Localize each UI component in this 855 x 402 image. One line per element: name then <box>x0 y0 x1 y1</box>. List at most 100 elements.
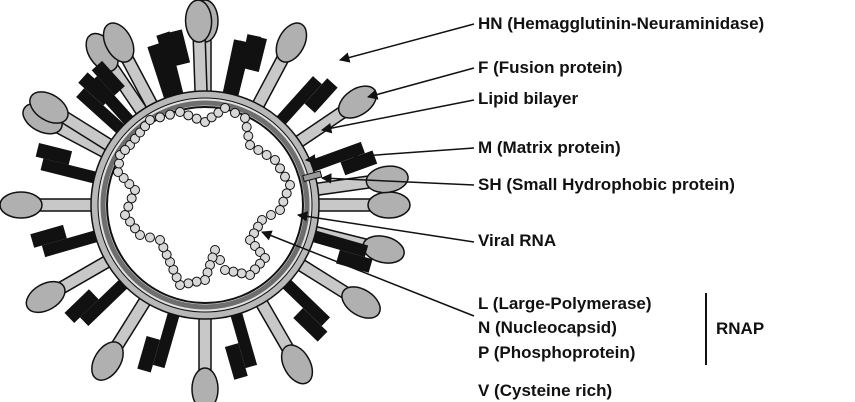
f-stalk <box>147 43 178 105</box>
rna-bead <box>245 270 255 280</box>
label-m: M (Matrix protein) <box>478 138 621 157</box>
rna-bead <box>135 230 145 240</box>
rna-bead <box>191 113 202 124</box>
f-stalk <box>152 307 181 369</box>
label-hn: HN (Hemagglutinin-Neuraminidase) <box>478 14 764 33</box>
label-sh: SH (Small Hydrophobic protein) <box>478 175 735 194</box>
hn-head <box>367 191 411 219</box>
hn-spike <box>253 296 314 385</box>
rna-bead <box>145 232 155 243</box>
f-head <box>35 143 73 165</box>
f-head <box>64 289 99 323</box>
label-group: HN (Hemagglutinin-Neuraminidase) F (Fusi… <box>478 14 764 400</box>
hn-spike <box>102 22 160 112</box>
virion-interior <box>106 106 304 304</box>
rna-bead <box>120 145 130 155</box>
hn-head <box>275 22 308 63</box>
label-viral-rna: Viral RNA <box>478 231 556 250</box>
rna-bead <box>155 235 165 245</box>
hn-head <box>102 22 135 63</box>
rna-bead <box>130 223 140 234</box>
f-stalk <box>88 76 138 129</box>
hn-head <box>341 286 381 319</box>
f-stalk <box>307 229 369 258</box>
hn-head <box>280 344 314 385</box>
rna-bead <box>125 216 135 227</box>
pointer-arrow <box>338 23 475 63</box>
pointer-arrow <box>261 230 475 317</box>
f-head <box>240 34 262 71</box>
label-n: N (Nucleocapsid) <box>478 318 617 337</box>
pointer-arrow <box>366 67 475 100</box>
hn-head <box>91 341 124 381</box>
rna-bead <box>114 158 124 169</box>
rna-bead <box>206 112 217 123</box>
f-stalk <box>158 40 185 102</box>
hn-head <box>184 0 213 43</box>
f-stalk <box>79 275 132 327</box>
hn-head <box>365 165 409 194</box>
label-p: P (Phosphoprotein) <box>478 343 635 362</box>
f-spike <box>158 29 191 102</box>
rna-bead <box>145 115 155 125</box>
viral-rna-strand <box>113 103 295 290</box>
sh-protein-body <box>302 170 323 183</box>
f-head <box>304 78 338 113</box>
hn-spike <box>184 0 213 97</box>
rna-bead <box>155 112 165 123</box>
f-spike <box>224 307 258 380</box>
label-f: F (Fusion protein) <box>478 58 622 77</box>
f-spike <box>137 307 181 373</box>
rna-bead <box>253 145 264 155</box>
f-spike <box>88 60 138 129</box>
label-pointers <box>261 23 475 317</box>
pointer-arrow <box>296 211 475 243</box>
rna-bead <box>241 122 252 132</box>
rna-bead <box>200 275 210 285</box>
f-spike <box>272 76 338 129</box>
f-spike <box>221 34 262 101</box>
rna-bead <box>130 185 140 195</box>
hn-head <box>29 91 69 124</box>
rna-bead <box>243 131 254 141</box>
rna-bead <box>191 276 202 287</box>
hn-head <box>25 280 66 314</box>
pointer-arrow <box>304 147 475 165</box>
f-stalk <box>278 275 331 327</box>
hn-spike <box>0 191 96 219</box>
rna-bead <box>266 210 276 220</box>
rna-bead <box>280 171 290 182</box>
hn-spike <box>25 253 114 314</box>
rna-bead <box>275 163 285 174</box>
f-head <box>224 343 248 380</box>
f-stalk <box>272 76 322 129</box>
rna-bead <box>245 140 255 150</box>
f-spike <box>30 224 103 258</box>
f-spike <box>307 229 373 273</box>
rna-bead <box>270 155 280 165</box>
f-head <box>30 224 67 248</box>
f-head <box>335 249 373 273</box>
label-rnap: RNAP <box>716 319 764 338</box>
sh-protein <box>302 170 323 183</box>
rna-bead <box>278 196 289 207</box>
hn-head <box>191 367 219 402</box>
f-head <box>340 150 378 176</box>
f-stalk <box>40 158 102 185</box>
f-head <box>293 307 328 342</box>
rna-bead <box>200 117 210 127</box>
hn-spike <box>191 314 219 402</box>
rna-bead <box>118 173 129 183</box>
f-head <box>137 335 161 373</box>
f-spike <box>64 275 132 327</box>
rna-bead <box>165 109 175 120</box>
label-v: V (Cysteine rich) <box>478 381 612 400</box>
pointer-arrow <box>320 173 475 186</box>
f-stalk <box>221 39 246 101</box>
rna-bead <box>281 188 292 199</box>
matrix-protein-layer <box>100 100 310 310</box>
label-l: L (Large-Polymerase) <box>478 294 652 313</box>
rna-bead <box>120 210 130 220</box>
rna-bead <box>124 179 135 189</box>
f-stalk <box>41 229 103 258</box>
